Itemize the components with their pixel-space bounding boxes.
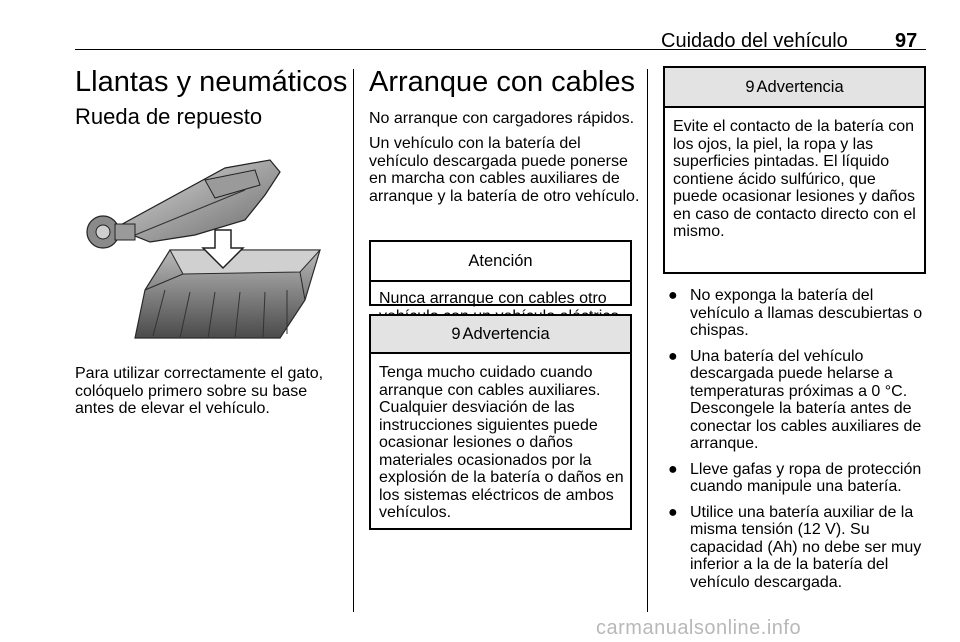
list-item-line: Una batería del vehículo	[690, 347, 864, 365]
box-line: arranque con cables auxiliares.	[379, 381, 601, 399]
box-line: contiene ácido sulfúrico, que	[673, 170, 876, 188]
paragraph-line: antes de elevar el vehículo.	[75, 400, 270, 417]
box-line: Evite el contacto de la batería con	[673, 118, 915, 135]
box-line: Cualquier desviación de las	[379, 399, 575, 416]
list-item-line: vehículo descargada.	[690, 573, 843, 591]
warning-box-title: Advertencia	[462, 325, 550, 343]
list-item-line: Descongele la batería antes de	[690, 400, 912, 417]
bullet-icon: ●	[668, 347, 678, 365]
bullet-icon: ●	[668, 287, 678, 304]
intro-paragraph-2: Un vehículo con la batería del vehículo …	[369, 135, 639, 205]
bullet-icon: ●	[668, 503, 678, 521]
list-item-line: inferior a la de la batería del	[690, 556, 889, 573]
page-number: 97	[895, 30, 918, 52]
paragraph-line: Para utilizar correctamente el gato,	[75, 365, 324, 382]
box-line: los sistemas eléctricos de ambos	[379, 486, 614, 504]
list-item-line: misma tensión (12 V). Su	[690, 521, 870, 538]
paragraph-line: vehículo descargada puede ponerse	[369, 152, 628, 170]
box-line: Tenga mucho cuidado cuando	[379, 364, 593, 381]
section-title-jump-start: Arranque con cables	[369, 66, 635, 98]
paragraph-line: colóquelo primero sobre su base	[75, 382, 308, 400]
safety-bullet-list: ● No exponga la batería del vehículo a l…	[664, 287, 922, 599]
list-item-line: vehículo a llamas descubiertas o	[690, 304, 923, 322]
box-line: puede ocasionar lesiones y daños	[673, 188, 915, 205]
list-item-line: cuando manipule una batería.	[690, 478, 902, 495]
header-title: Cuidado del vehículo	[661, 30, 848, 52]
paragraph-line: arranque y la batería de otro vehículo.	[369, 187, 640, 205]
notice-box: Atención Nunca arranque con cables otro …	[369, 240, 632, 325]
column-divider-right	[647, 69, 648, 612]
box-line: instrucciones siguientes puede	[379, 416, 598, 434]
box-line: explosión de la batería o daños en	[379, 469, 624, 486]
list-item: ● No exponga la batería del vehículo a l…	[664, 287, 922, 340]
list-item-line: Lleve gafas y ropa de protección	[690, 460, 922, 478]
box-line: vehículos.	[379, 504, 452, 521]
spare-wheel-text: Para utilizar correctamente el gato, col…	[75, 365, 323, 418]
warning-box-title: Advertencia	[756, 78, 844, 96]
list-item-line: descargada puede helarse a	[690, 365, 893, 382]
list-item-line: capacidad (Ah) no debe ser muy	[690, 538, 922, 556]
list-item-line: temperaturas próximas a 0 °C.	[690, 382, 908, 400]
box-line: los ojos, la piel, la ropa y las	[673, 135, 874, 153]
header-rule	[75, 49, 926, 50]
list-item: ● Utilice una batería auxiliar de la mis…	[664, 504, 922, 592]
warning-box-body: Tenga mucho cuidado cuando arranque con …	[371, 354, 630, 522]
paragraph-line: en marcha con cables auxiliares de	[369, 170, 620, 187]
box-line: Nunca arranque con cables otro	[379, 290, 607, 307]
box-line: mismo.	[673, 223, 725, 240]
warning-box-body: Evite el contacto de la batería con los …	[665, 108, 924, 241]
warning-triangle-icon: 9	[745, 78, 755, 96]
bullet-icon: ●	[668, 460, 678, 478]
watermark[interactable]: carmanualsonline.info	[596, 617, 802, 639]
car-jack-on-base-icon	[75, 150, 335, 345]
list-item-line: arranque.	[690, 435, 759, 452]
box-line: ocasionar lesiones o daños	[379, 434, 573, 451]
section-title-tires: Llantas y neumáticos	[75, 66, 348, 98]
intro-paragraph-1: No arranque con cargadores rápidos.	[369, 110, 635, 127]
column-divider-left	[353, 69, 354, 612]
notice-box-title: Atención	[371, 242, 630, 282]
box-line: superficies pintadas. El líquido	[673, 153, 890, 170]
paragraph-line: Un vehículo con la batería del	[369, 135, 581, 152]
subsection-title-spare-wheel: Rueda de repuesto	[75, 104, 263, 129]
list-item-line: Utilice una batería auxiliar de la	[690, 503, 914, 521]
list-item-line: chispas.	[690, 322, 749, 339]
box-line: en caso de contacto directo con el	[673, 205, 916, 223]
warning-triangle-icon: 9	[451, 325, 461, 343]
list-item: ● Lleve gafas y ropa de protección cuand…	[664, 461, 922, 496]
box-line: materiales ocasionados por la	[379, 451, 592, 469]
list-item-line: No exponga la batería del	[690, 287, 874, 304]
list-item: ● Una batería del vehículo descargada pu…	[664, 348, 922, 453]
list-item-line: conectar los cables auxiliares de	[690, 417, 922, 435]
